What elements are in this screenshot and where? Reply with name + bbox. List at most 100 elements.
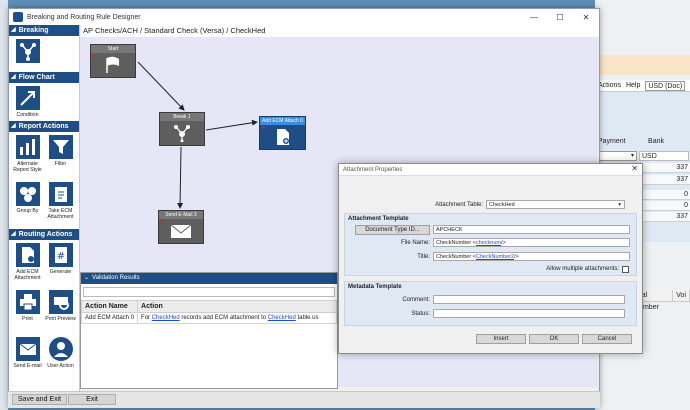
minimize-button[interactable]: — [530, 12, 538, 22]
title-label: Title: [417, 254, 430, 260]
network-icon [15, 39, 40, 63]
attachment-table-select[interactable]: CheckHed▾ [486, 200, 625, 209]
breadcrumb: AP Checks/ACH / Standard Check (Versa) /… [81, 25, 599, 37]
checknum-link[interactable]: checknum [475, 240, 501, 246]
collapse-icon: ◢ [11, 231, 16, 237]
add-ecm-attachment-tool[interactable]: Add ECM Attachment [11, 243, 44, 290]
action-cell: For CheckHed records add ECM attachment … [137, 312, 337, 324]
validation-header[interactable]: ⌄Validation Results [81, 273, 337, 284]
alternate-report-style-tool[interactable]: Alternate Report Style [11, 135, 44, 182]
metadata-template-group: Metadata Template Comment: Status: [344, 281, 637, 326]
dialog-close-button[interactable]: ✕ [631, 164, 638, 173]
email-icon [15, 337, 40, 361]
payment-header: Payment [598, 138, 626, 145]
print-preview-icon [48, 290, 73, 314]
collapse-icon: ◢ [11, 123, 16, 129]
add-attachment-icon [15, 243, 40, 267]
add-attachment-icon [260, 125, 305, 149]
break-node[interactable]: Break 1 + [159, 112, 205, 146]
dialog-title: Attachment Properties [339, 164, 642, 176]
attachment-table-label: Attachment Table: [435, 202, 483, 208]
action-name-cell: Add ECM Attach 0 [80, 312, 139, 324]
checknumber2-link[interactable]: CheckNumber2 [475, 254, 515, 260]
start-node[interactable]: Start + [90, 44, 136, 78]
generate-tool[interactable]: # Generate [44, 243, 77, 290]
filter-tool[interactable]: Filter [44, 135, 77, 182]
print-tool[interactable]: Print [11, 290, 44, 337]
col-action[interactable]: Action [137, 300, 337, 313]
send-email-node[interactable]: Send E-Mail 3 + [158, 210, 204, 244]
validation-table: Action Name Action Add ECM Attach 0 For … [80, 300, 337, 324]
table-row[interactable]: Add ECM Attach 0 For CheckHed records ad… [80, 312, 337, 324]
group-icon [15, 182, 40, 206]
save-and-exit-button[interactable]: Save and Exit [12, 394, 67, 405]
checkhed-link[interactable]: CheckHed [267, 315, 296, 321]
background-menu: Actions Help USD (Doc) [595, 80, 690, 92]
condition-icon [15, 86, 40, 110]
background-headers: Payment Bank [595, 138, 690, 150]
comment-label: Comment: [402, 297, 430, 303]
window-title: Breaking and Routing Rule Designer [27, 13, 141, 21]
collapse-icon: ◢ [11, 74, 16, 80]
network-icon [160, 121, 204, 145]
file-name-label: File Name: [400, 240, 430, 246]
expand-icon[interactable]: + [261, 125, 266, 132]
section-routing-actions[interactable]: ◢Routing Actions [9, 229, 79, 240]
connector-lines [137, 61, 258, 209]
svg-text:#: # [56, 251, 64, 262]
file-name-field[interactable]: CheckNumber <checknum/> [433, 238, 630, 247]
status-field[interactable] [433, 309, 625, 318]
background-banner [595, 55, 690, 75]
breaking-tool[interactable] [11, 39, 44, 86]
menu-actions[interactable]: Actions [598, 82, 621, 89]
chevron-down-icon: ▾ [618, 202, 621, 208]
filter-icon [48, 135, 73, 159]
validation-panel: ⌄Validation Results Action Name Action A… [80, 272, 338, 389]
expand-icon[interactable]: + [160, 219, 165, 226]
title-field[interactable]: CheckNumber <CheckNumber2/> [433, 252, 630, 261]
send-email-tool[interactable]: Send E-mail [11, 337, 44, 384]
payment-dropdown[interactable]: ▾ [595, 151, 637, 161]
print-icon [15, 290, 40, 314]
expand-icon[interactable]: + [92, 53, 97, 60]
bank-currency: USD [639, 151, 689, 161]
print-preview-tool[interactable]: Print Preview [44, 290, 77, 337]
cancel-button[interactable]: Cancel [582, 334, 632, 344]
group-by-tool[interactable]: Group By [11, 182, 44, 229]
attachment-properties-dialog: Attachment Properties ✕ Attachment Table… [338, 163, 643, 354]
status-label: Status: [411, 311, 430, 317]
comment-field[interactable] [433, 295, 625, 304]
attachment-icon [48, 182, 73, 206]
app-icon [13, 12, 23, 22]
title-bar: Breaking and Routing Rule Designer — ☐ ✕ [9, 9, 599, 25]
generate-icon: # [48, 243, 73, 267]
bank-header: Bank [648, 138, 664, 145]
ok-button[interactable]: OK [529, 334, 579, 344]
take-ecm-attachment-tool[interactable]: Take ECM Attachment [44, 182, 77, 229]
document-type-field[interactable]: APCHECK [433, 225, 630, 234]
user-action-tool[interactable]: User Action [44, 337, 77, 384]
close-button[interactable]: ✕ [582, 12, 590, 22]
collapse-icon[interactable]: ⌄ [84, 275, 90, 281]
exit-button[interactable]: Exit [68, 394, 116, 405]
attachment-template-group: Attachment Template Document Type ID... … [344, 213, 637, 276]
currency-select[interactable]: USD (Doc) [645, 80, 686, 91]
document-type-id-button[interactable]: Document Type ID... [355, 225, 430, 235]
checkhed-link[interactable]: CheckHed [151, 315, 180, 321]
section-report-actions[interactable]: ◢Report Actions [9, 121, 79, 132]
condition-tool[interactable]: Condition [11, 86, 44, 133]
void-col[interactable]: Voi [673, 290, 690, 301]
maximize-button[interactable]: ☐ [556, 12, 564, 22]
menu-help[interactable]: Help [625, 82, 641, 89]
expand-icon[interactable]: + [161, 121, 166, 128]
validation-search[interactable] [83, 287, 335, 297]
collapse-icon: ◢ [11, 27, 16, 33]
allow-multiple-checkbox[interactable] [622, 266, 629, 273]
insert-button[interactable]: Insert [476, 334, 526, 344]
section-flowchart[interactable]: ◢Flow Chart [9, 72, 79, 83]
user-icon [48, 337, 73, 361]
section-breaking[interactable]: ◢Breaking [9, 25, 79, 36]
col-action-name[interactable]: Action Name [80, 300, 139, 313]
add-ecm-node[interactable]: Add ECM Attach 0 + [259, 116, 306, 150]
flag-icon [91, 53, 135, 77]
